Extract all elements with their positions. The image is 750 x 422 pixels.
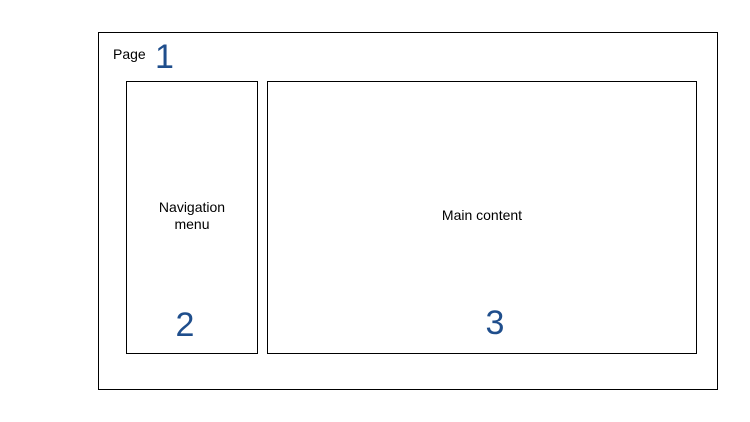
main-content-region [267,81,697,354]
page-label: Page [113,46,146,62]
page-number: 1 [155,38,174,76]
navigation-menu-label: Navigation menu [126,199,258,233]
navigation-menu-region [126,81,258,354]
main-content-number: 3 [485,304,505,342]
main-content-label: Main content [441,207,523,223]
navigation-label-line-1: Navigation [158,199,226,215]
navigation-number: 2 [175,306,195,344]
navigation-label-line-2: menu [174,216,210,232]
